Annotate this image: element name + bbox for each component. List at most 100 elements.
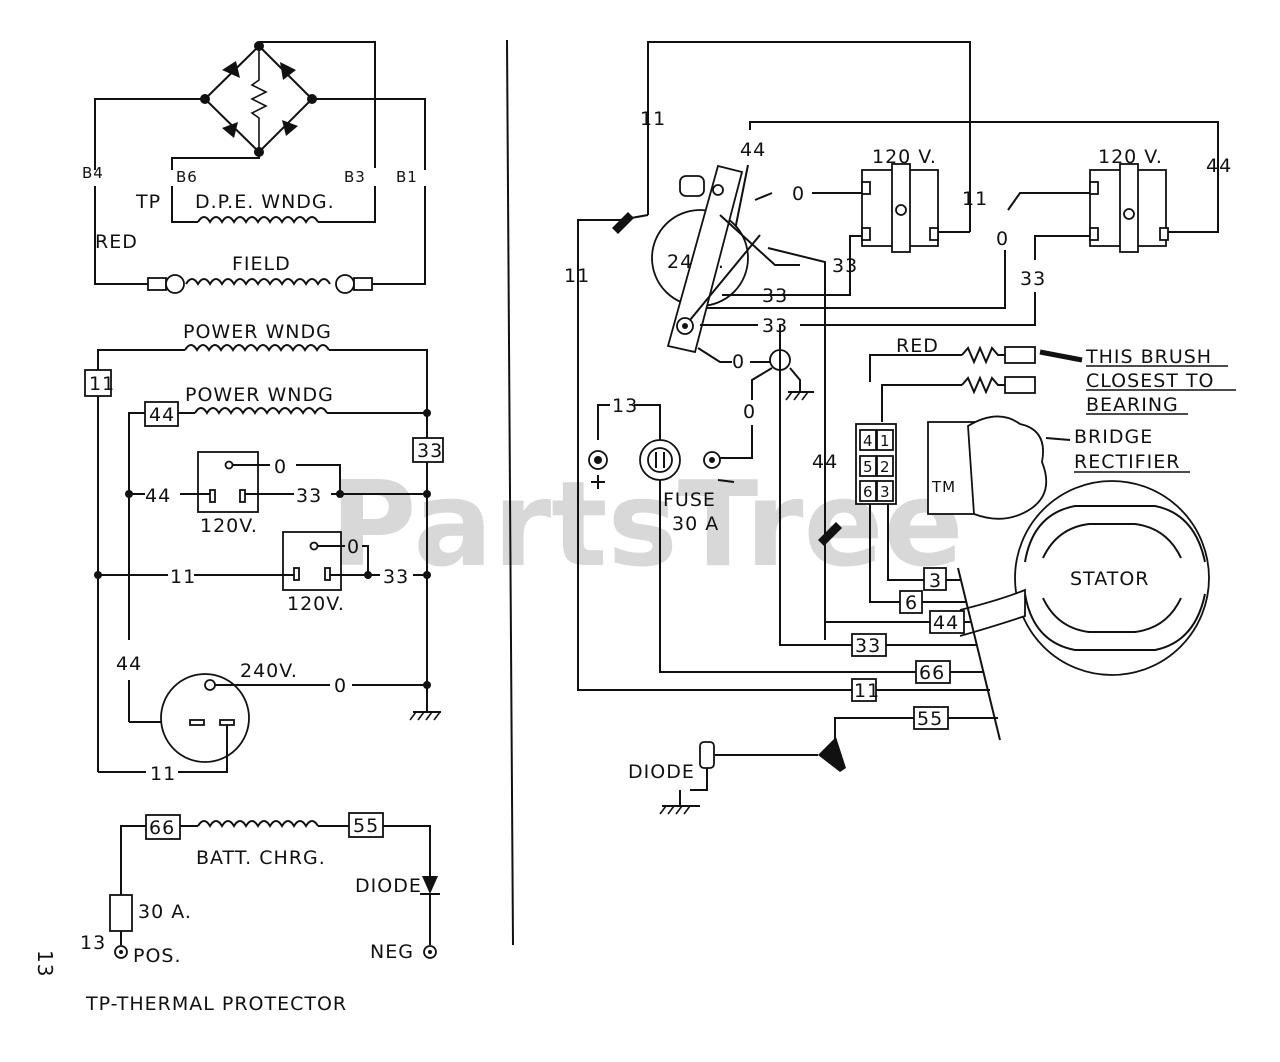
plug-pin: 2 <box>880 458 891 476</box>
stator <box>1014 480 1210 676</box>
diode-label: DIODE <box>355 875 422 897</box>
r-brush-note-2: CLOSEST TO <box>1086 370 1214 392</box>
r-lead-3: 3 <box>929 570 942 592</box>
tp-label: TP <box>135 191 161 213</box>
r-fuse-label-1: FUSE <box>663 489 716 511</box>
r-recept-a-label: 120 V. <box>872 146 937 168</box>
brush-icon <box>1004 376 1036 394</box>
power-winding-2-label: POWER WNDG <box>185 384 334 406</box>
breaker-switch-icon <box>679 175 705 197</box>
brush-icon <box>1004 346 1036 364</box>
wire-33-box: 33 <box>417 440 443 462</box>
ground-icon <box>785 391 814 401</box>
receptacle-240-label: 240V. <box>240 660 298 682</box>
r-wire-0-gnd: 0 <box>743 401 756 423</box>
wire-44-box: 44 <box>149 404 175 426</box>
r-lead-66: 66 <box>919 662 945 684</box>
plug-pin: 3 <box>880 483 891 501</box>
pos-label: POS. <box>133 945 182 967</box>
ground-icon <box>409 711 441 721</box>
ground-icon <box>659 790 700 815</box>
wire-13-label: 13 <box>80 932 106 954</box>
wire-44-b: 44 <box>116 653 142 675</box>
plug-pin: 1 <box>880 432 891 450</box>
fuse-symbol <box>109 894 133 932</box>
red-label: RED <box>95 231 138 253</box>
b3-label: B3 <box>344 168 366 186</box>
r-wire-44-vert: 44 <box>812 451 838 473</box>
wire-11-box: 11 <box>89 373 115 395</box>
wire-44-a: 44 <box>145 485 171 507</box>
r-brush-note-1: THIS BRUSH <box>1085 346 1212 368</box>
r-lead-6: 6 <box>905 592 918 614</box>
r-lead-33: 33 <box>855 635 881 657</box>
r-wire-33-c: 33 <box>762 285 788 307</box>
r-red-label: RED <box>896 335 939 357</box>
r-bridge-2: RECTIFIER <box>1074 451 1180 473</box>
wire-connector-icon <box>612 212 634 234</box>
wire-0-a: 0 <box>274 456 287 478</box>
circuit-breaker <box>666 164 744 354</box>
wire-66-box: 66 <box>149 817 175 839</box>
wire-connector-icon <box>818 737 846 772</box>
r-wire-33-b: 33 <box>1020 268 1046 290</box>
r-wire-44-top: 44 <box>740 139 766 161</box>
r-tm-mark: TM <box>931 478 956 496</box>
wire-33-b: 33 <box>383 566 409 588</box>
r-recept-b-label: 120 V. <box>1098 146 1163 168</box>
plug-pin: 6 <box>863 483 874 501</box>
diode-symbol <box>222 61 240 78</box>
b6-label: B6 <box>176 168 198 186</box>
r-wire-11-mid: 11 <box>962 188 988 210</box>
neg-label: NEG <box>370 941 414 963</box>
diode-symbol <box>282 120 298 136</box>
receptacle-1-label: 120V. <box>200 515 258 537</box>
power-winding-schematic: POWER WNDG 11 POWER WNDG 44 33 0 44 33 1… <box>84 321 444 785</box>
fuse-30a-label: 30 A. <box>138 901 192 923</box>
plug-pin: 4 <box>863 432 874 450</box>
wire-connector-icon <box>818 522 842 546</box>
wire-0-b: 0 <box>347 536 360 558</box>
wire-11-a: 11 <box>170 566 196 588</box>
receptacle-2-label: 120V. <box>287 593 345 615</box>
wire-11-b: 11 <box>150 763 176 785</box>
r-wire-11-left: 11 <box>564 265 590 287</box>
r-lead-55: 55 <box>917 708 943 730</box>
diode-icon <box>422 876 438 894</box>
resistor-symbol <box>250 46 268 152</box>
r-stator-label: STATOR <box>1070 568 1149 590</box>
r-brush-note-3: BEARING <box>1086 394 1179 416</box>
terminal-labels: B4 B6 B3 B1 <box>82 164 418 186</box>
r-bridge-1: BRIDGE <box>1074 426 1153 448</box>
r-lead-44: 44 <box>933 612 959 634</box>
r-wire-11-top: 11 <box>640 108 666 130</box>
wire-33-a: 33 <box>296 485 322 507</box>
r-lead-11: 11 <box>854 680 880 702</box>
r-wire-0-mid: 0 <box>996 228 1009 250</box>
r-diode-label: DIODE <box>628 761 695 783</box>
receptacle-120v-2 <box>282 531 342 591</box>
r-wire-33-d: 33 <box>762 315 788 337</box>
r-wire-33-a: 33 <box>832 255 858 277</box>
r-wire-44-right: 44 <box>1206 155 1232 177</box>
r-wire-0-sw: 0 <box>732 351 745 373</box>
r-wire-13: 13 <box>612 395 638 417</box>
dpe-winding-label: D.P.E. WNDG. <box>195 191 335 213</box>
field-label: FIELD <box>232 253 291 275</box>
plug-pin: 5 <box>863 458 874 476</box>
r-wire-0-top: 0 <box>792 183 805 205</box>
page-number: 13 <box>33 950 57 977</box>
bridge-rectifier-schematic <box>94 41 426 170</box>
batt-chrg-label: BATT. CHRG. <box>196 847 326 869</box>
r-fuse-label-2: 30 A <box>672 513 719 535</box>
power-winding-1-label: POWER WNDG <box>183 321 332 343</box>
diode-component <box>699 741 715 769</box>
diode-symbol <box>280 62 296 80</box>
panel-divider <box>506 39 514 946</box>
battery-charge-schematic: 66 55 BATT. CHRG. 30 A. 13 POS. DIODE NE… <box>33 812 440 1015</box>
wire-55-box: 55 <box>353 815 379 837</box>
diode-symbol <box>222 122 238 138</box>
b1-label: B1 <box>396 168 418 186</box>
